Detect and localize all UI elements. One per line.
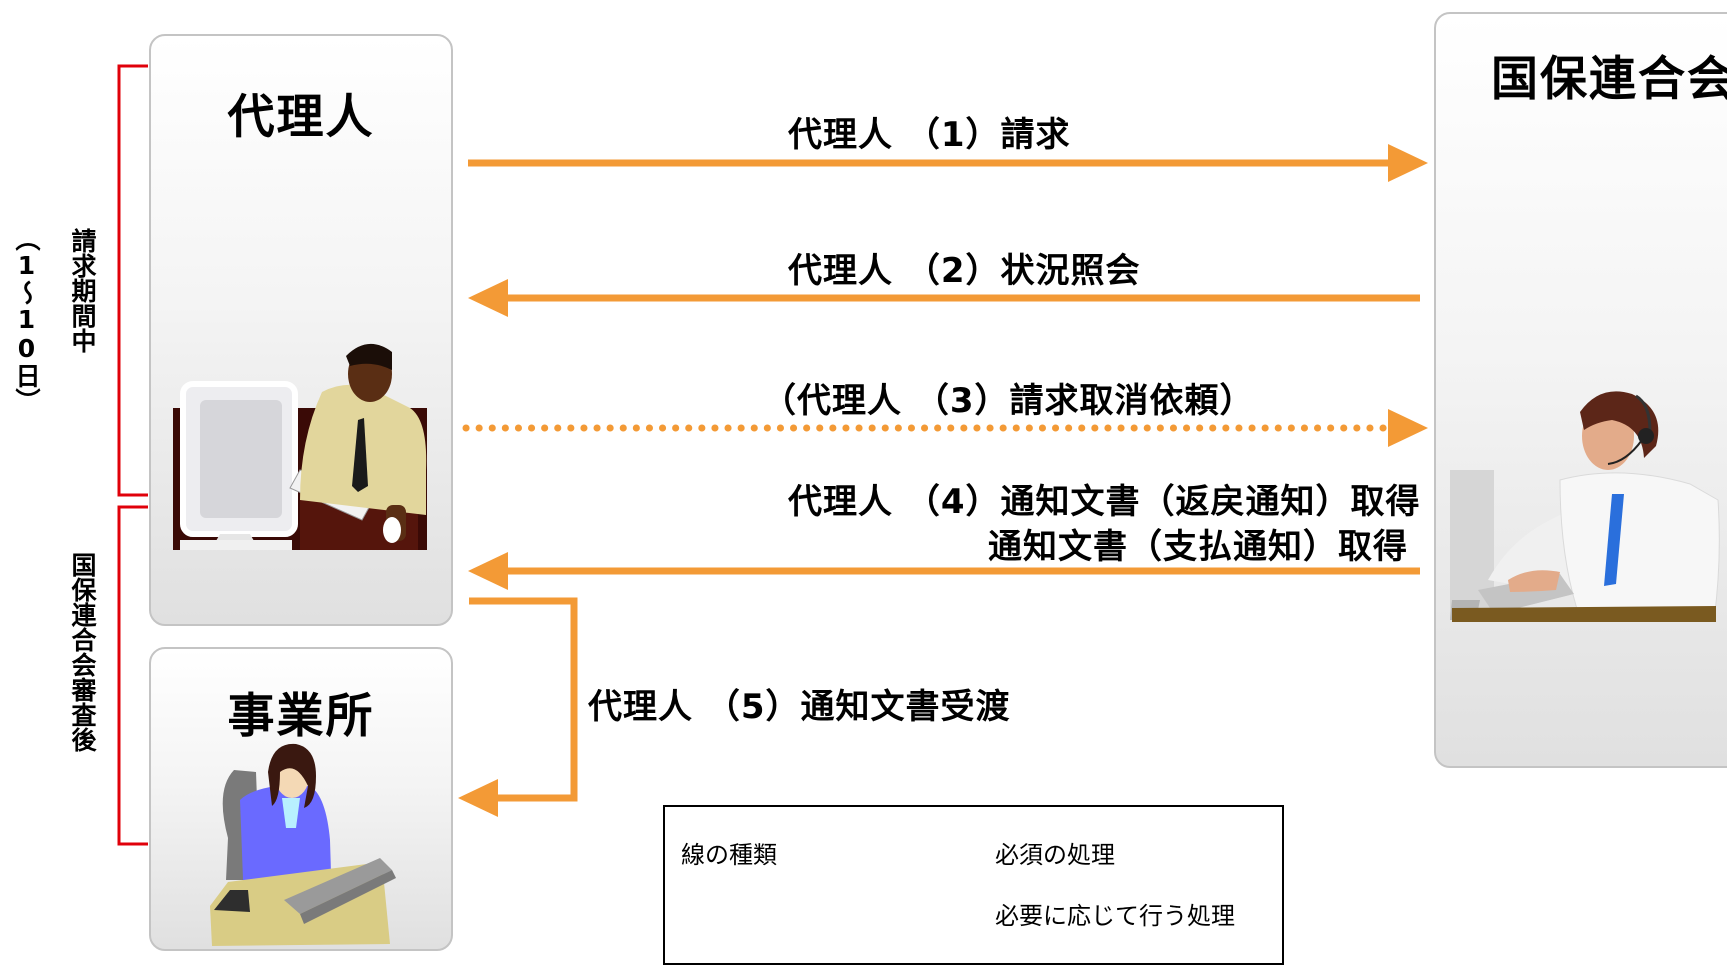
legend-required-label: 必須の処理 <box>995 841 1115 869</box>
operator-with-headset-icon <box>1450 391 1720 622</box>
message-return-notice: 代理人 （4）通知文書（返戻通知）取得 <box>788 482 1421 522</box>
agent-panel-title: 代理人 <box>227 90 375 145</box>
billing-days-label: （1〜10日） <box>12 226 41 413</box>
legend-optional-label: 必要に応じて行う処理 <box>995 902 1235 930</box>
woman-at-laptop-icon <box>210 743 396 946</box>
federation-panel: 国保連合会 <box>1434 12 1727 768</box>
arrow-notice-handover <box>458 597 578 817</box>
arrow-request <box>468 144 1428 182</box>
message-payment-notice: 通知文書（支払通知）取得 <box>988 527 1408 567</box>
message-request: 代理人 （1）請求 <box>788 115 1071 155</box>
legend-title: 線の種類 <box>681 841 777 869</box>
message-status-inquiry: 代理人 （2）状況照会 <box>788 251 1141 291</box>
after-review-label: 国保連合会審査後 <box>68 552 97 752</box>
arrow-cancel-request <box>462 409 1428 447</box>
office-panel-title: 事業所 <box>227 689 375 744</box>
billing-period-label: 請求期間中 <box>68 228 97 353</box>
message-notice-handover: 代理人 （5）通知文書受渡 <box>588 687 1011 727</box>
man-at-computer-icon <box>173 343 427 550</box>
arrow-status-inquiry <box>468 279 1420 317</box>
legend: 線の種類 必須の処理 必要に応じて行う処理 <box>663 805 1284 965</box>
arrow-notice-retrieval <box>468 552 1420 590</box>
message-cancel-request: （代理人 （3）請求取消依頼） <box>762 381 1255 421</box>
federation-panel-title: 国保連合会 <box>1491 52 1727 107</box>
after-review-bracket <box>117 505 148 846</box>
billing-period-bracket <box>117 64 148 497</box>
